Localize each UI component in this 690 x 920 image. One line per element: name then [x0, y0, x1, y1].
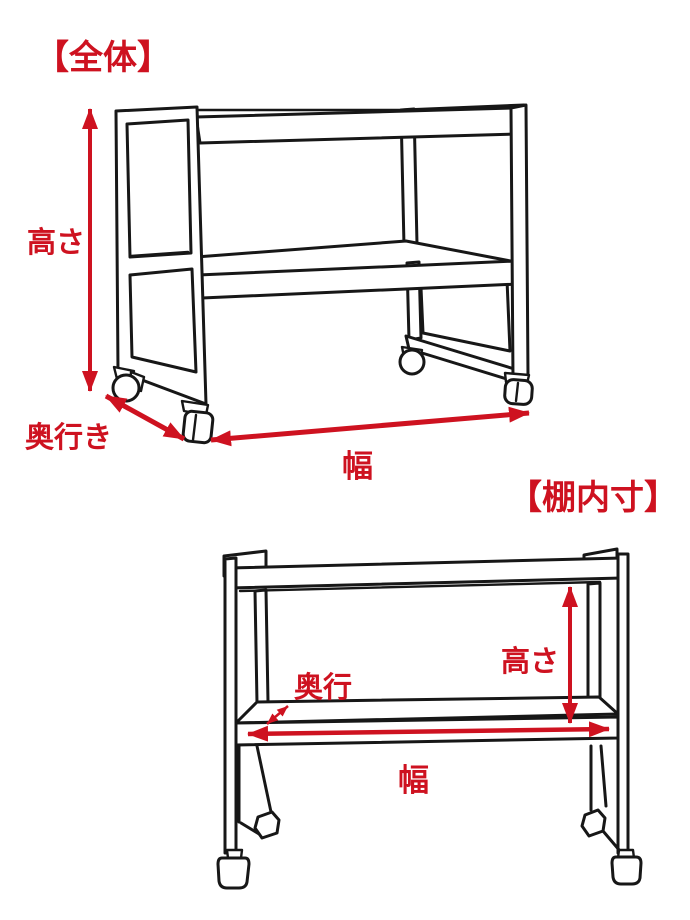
caster-wheel — [181, 409, 215, 445]
caster-wheel — [216, 856, 251, 890]
caster-wheel — [503, 378, 534, 406]
interior-cart-drawing — [216, 547, 643, 890]
interior-depth-label: 奥行 — [294, 670, 352, 704]
shelf-surface — [234, 695, 620, 725]
overall-depth-arrow — [104, 393, 186, 442]
caster-wheel-line — [191, 413, 198, 442]
left-rear-post — [253, 588, 270, 705]
shelf-back-edge-through-opening — [129, 250, 190, 258]
left-frame-lower-opening — [128, 267, 198, 374]
caster-wheel — [610, 855, 643, 886]
overall-width-label: 幅 — [342, 449, 373, 485]
overall-height-label: 高さ — [27, 225, 85, 259]
caster-back-left — [111, 365, 146, 403]
interior-dimension-arrows — [247, 586, 610, 742]
caster-wheel — [580, 808, 607, 838]
interior-height-label: 高さ — [501, 644, 559, 678]
left-rear-leg — [237, 744, 281, 840]
caster-back-right — [398, 345, 426, 376]
top-back-rail — [238, 580, 602, 593]
left-front-post — [223, 556, 238, 855]
bottom-side-rail — [601, 829, 622, 853]
overall-title: 【全体】 — [35, 38, 171, 78]
interior-title: 【棚内寸】 — [508, 478, 678, 518]
overall-width-arrow — [210, 406, 530, 447]
overall-diagram: 【全体】 高さ 奥行き 幅 — [25, 38, 534, 485]
overall-depth-label: 奥行き — [25, 420, 112, 454]
left-frame-upper-opening — [125, 118, 193, 259]
top-shelf-front-band — [194, 106, 518, 145]
interior-width-label: 幅 — [398, 763, 429, 799]
leg-back-edge — [599, 744, 608, 808]
caster-front-left — [216, 848, 251, 890]
right-side-panel-opening — [419, 278, 512, 353]
right-front-post — [509, 103, 530, 380]
right-rear-leg — [580, 744, 622, 853]
shelf-interior-diagram: 【棚内寸】 高さ 奥行 幅 — [216, 478, 678, 890]
caster-wheel — [111, 373, 141, 403]
caster-front-left — [180, 399, 215, 445]
caster-front-right — [503, 371, 534, 406]
interior-width-arrow — [247, 721, 610, 742]
right-front-post — [616, 552, 630, 855]
overall-cart-drawing — [111, 103, 534, 445]
caster-front-right — [610, 848, 643, 886]
overall-dimension-arrows — [82, 108, 530, 447]
caster-wheel — [398, 348, 426, 376]
right-rear-post — [586, 581, 602, 700]
caster-wheel — [253, 810, 281, 840]
leg-back-edge — [255, 744, 273, 814]
interior-depth-arrow — [266, 705, 289, 725]
caster-wheel-line — [514, 381, 520, 403]
